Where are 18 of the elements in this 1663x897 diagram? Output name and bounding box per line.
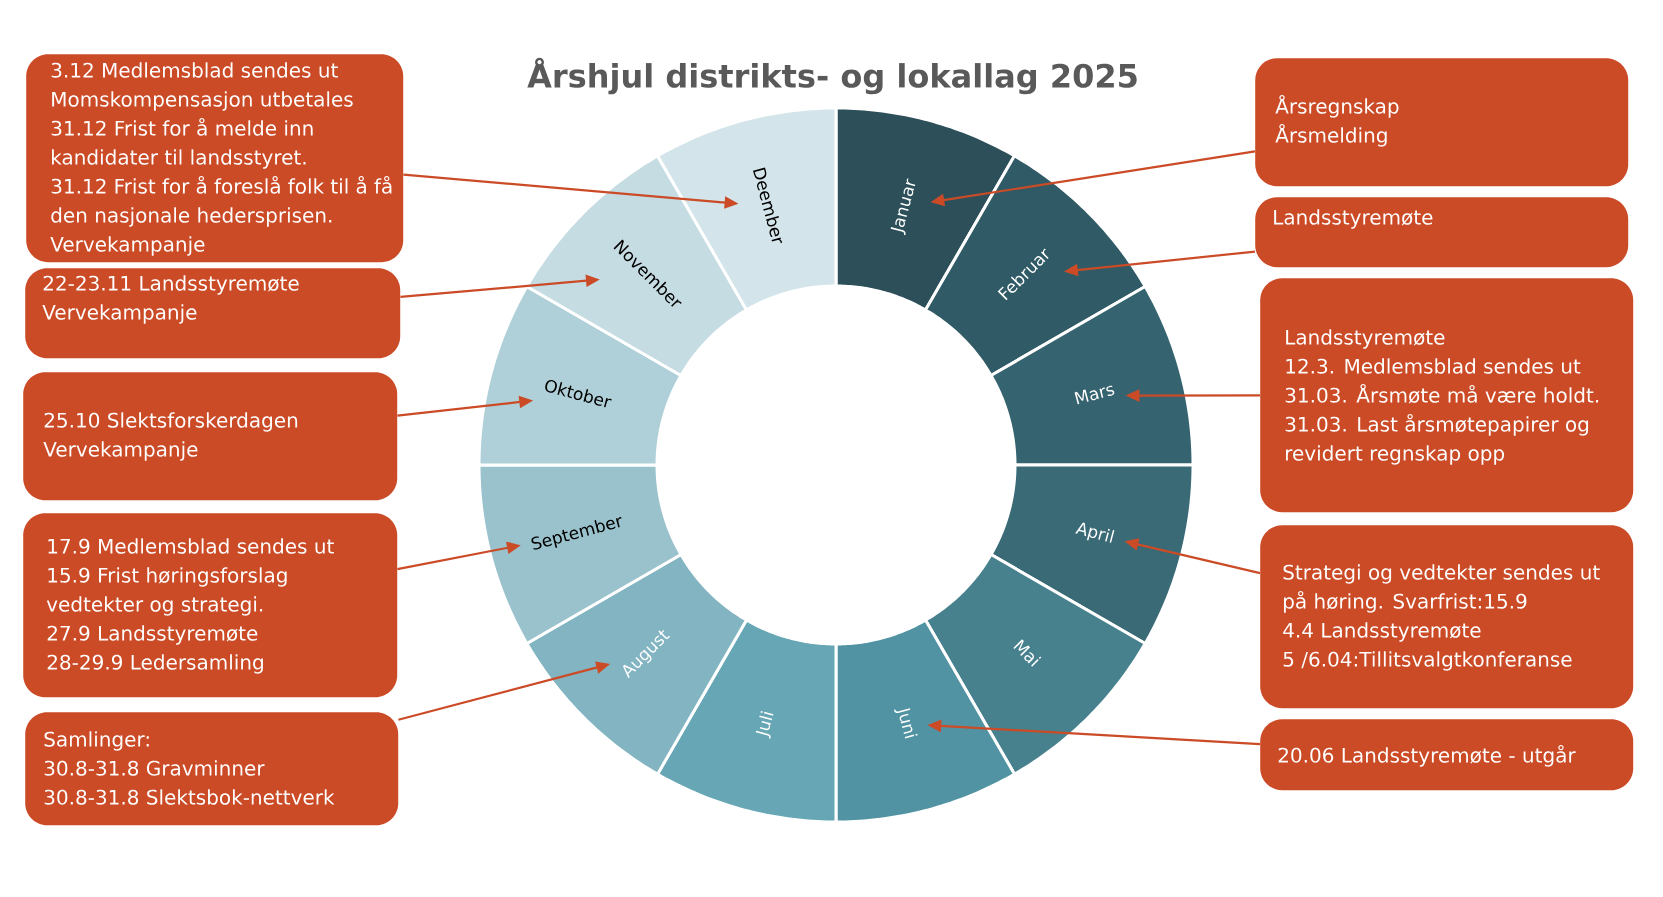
callout-box: 25.10 Slektsforskerdagen Vervekampanje: [23, 372, 398, 501]
callout-box: 3.12 Medlemsblad sendes ut Momskompensasjon utbetales 31.12 Frist for å melde inn kandidater til landsstyret. 31.12 Frist for å foreslå folk til å få den nasjonale hedersprisen. Vervekampanje: [26, 54, 404, 263]
month-label: Oktober: [545, 379, 612, 408]
callout-box: Strategi og vedtekter sendes ut på høring. Svarfrist:15.9 4.4 Landsstyremøte 5 /6.04:Tillitsvalgtkonferanse: [1260, 525, 1634, 709]
month-label: April: [1075, 522, 1115, 543]
month-label: Juli: [755, 710, 774, 739]
callout-box: 17.9 Medlemsblad sendes ut 15.9 Frist høringsforslag vedtekter og strategi. 27.9 Landsstyremøte 28-29.9 Ledersamling: [23, 513, 398, 698]
callout-box: Samlinger: 30.8-31.8 Gravminner 30.8-31.8 Slektsbok-nettverk: [25, 712, 399, 826]
title: Årshjul distrikts- og lokallag 2025: [527, 57, 1137, 95]
callout-box: Landsstyremøte 12.3. Medlemsblad sendes ut 31.03. Årsmøte må være holdt. 31.03. Last årsmøtepapirer og revidert regnskap opp: [1260, 278, 1634, 513]
callout-box: Årsregnskap Årsmelding: [1255, 58, 1629, 187]
month-label: Mai: [1013, 639, 1042, 667]
callout-box: Landsstyremøte: [1255, 197, 1629, 268]
callout-box: 22-23.11 Landsstyremøte Vervekampanje: [25, 268, 401, 359]
month-label: Januar: [890, 178, 916, 236]
month-label: Juni: [893, 708, 918, 739]
callout-box: 20.06 Landsstyremøte - utgår: [1260, 719, 1634, 791]
month-label: Mars: [1074, 385, 1115, 405]
